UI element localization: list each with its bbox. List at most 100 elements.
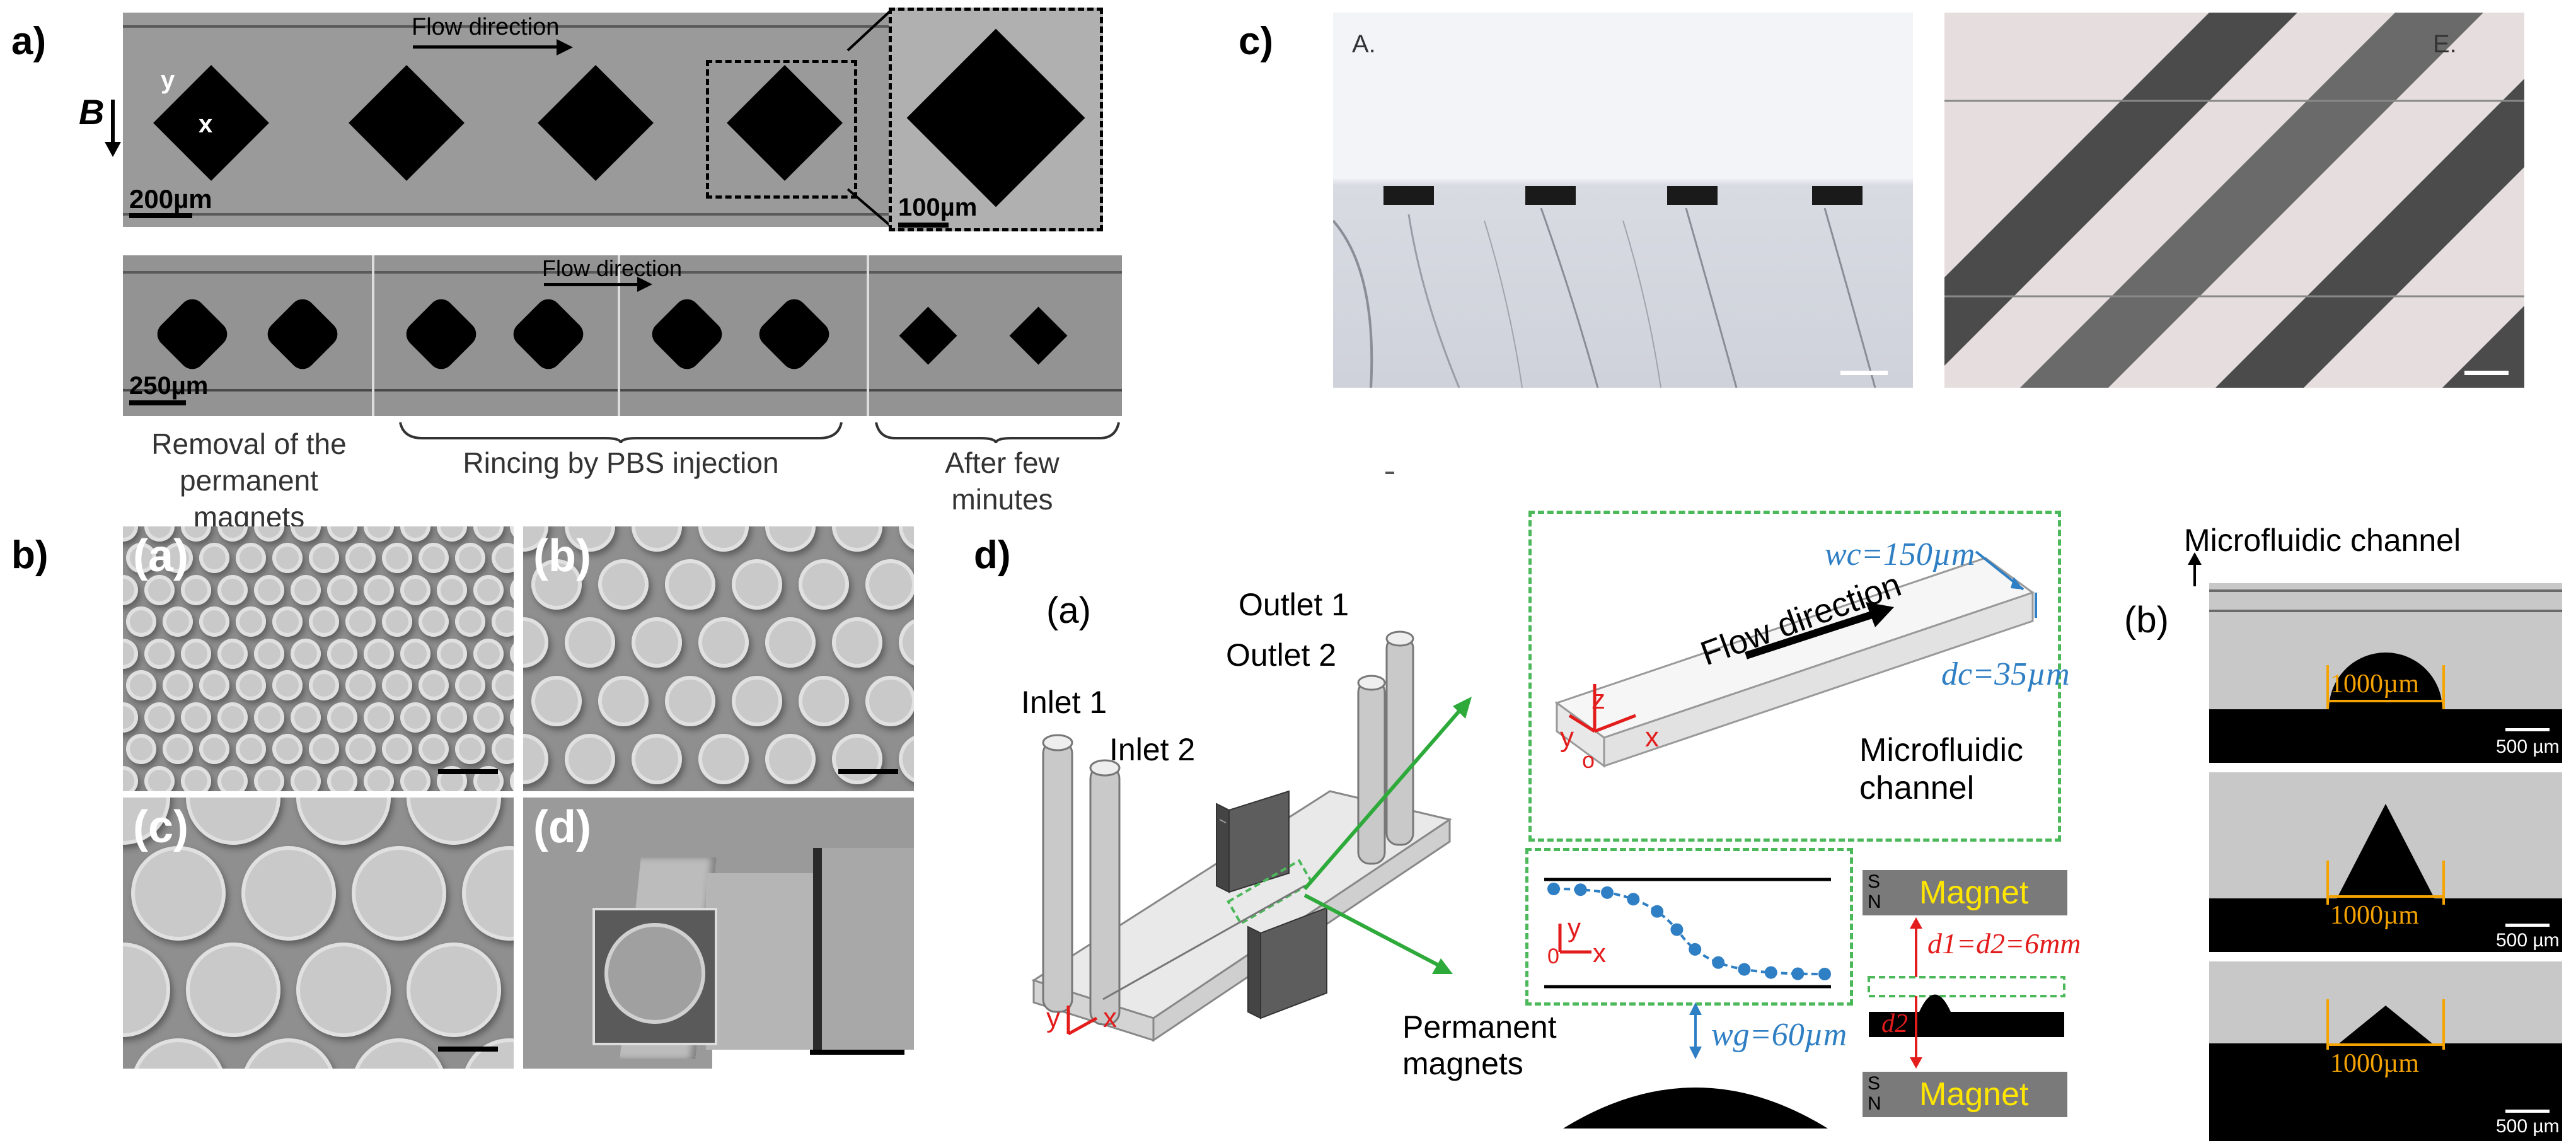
sem-particle xyxy=(598,675,649,726)
sem-particle xyxy=(351,846,446,941)
sem-particle xyxy=(126,734,156,765)
caption-removal: Removal of the permanent magnets xyxy=(151,427,347,533)
sem-particle xyxy=(698,617,749,668)
sem-particle xyxy=(665,675,715,726)
sem-particle xyxy=(345,606,376,637)
sem-particle xyxy=(832,526,882,552)
axis-y-label: y xyxy=(161,66,175,94)
sem-image-a: (a) xyxy=(123,526,514,791)
sem-label-b: (b) xyxy=(533,531,591,581)
magnet-gap-diagram xyxy=(1868,917,2065,1069)
sem-particle xyxy=(181,638,211,669)
profile-point xyxy=(1651,905,1664,918)
sem-particle xyxy=(531,675,582,726)
sem-particle xyxy=(236,606,266,637)
sem-particle xyxy=(199,670,229,701)
sem-particle xyxy=(437,526,467,542)
sem-particle xyxy=(799,675,849,726)
profile-image-3: 1000µm 500 µm xyxy=(2209,961,2562,1141)
magnet-bottom-label: Magnet xyxy=(1919,1076,2029,1113)
dc-label: dc=35µm xyxy=(1941,656,2070,692)
magnetic-field-label: B xyxy=(79,92,105,132)
sem-image-c: (c) xyxy=(123,798,514,1069)
panel-d-sub-b: (b) xyxy=(2124,600,2169,641)
profile-point xyxy=(1712,956,1725,969)
sem-particle xyxy=(123,638,138,669)
sem-particle xyxy=(163,543,193,574)
sem-particle xyxy=(126,606,156,637)
sem-particle xyxy=(473,638,504,669)
sem-particle xyxy=(765,617,816,668)
sem-particle xyxy=(523,733,548,784)
caption-after: After few minutes xyxy=(945,446,1060,516)
sem-particle xyxy=(899,526,914,552)
field-arrow xyxy=(111,100,115,144)
sem-particle xyxy=(186,942,280,1037)
sem-particle xyxy=(492,734,514,765)
sem-particle xyxy=(492,543,514,574)
profile-point xyxy=(1764,966,1777,979)
profile-axis-y: y xyxy=(1568,913,1581,943)
sem-particle xyxy=(345,670,376,701)
field-arrow-head xyxy=(105,142,121,157)
sem-particle xyxy=(400,638,430,669)
sem-particle xyxy=(407,798,501,845)
sem-particle xyxy=(345,543,376,574)
bump-shape xyxy=(1563,1002,1828,1128)
sem-inset xyxy=(592,908,717,1045)
profile-point xyxy=(1627,893,1640,906)
magnet-bottom: S N Magnet xyxy=(1863,1072,2067,1117)
sem-particle xyxy=(199,543,229,574)
sem-particle xyxy=(130,846,226,941)
pole-s-top: S xyxy=(1868,871,1881,892)
wc-label: wc=150µm xyxy=(1825,537,1975,572)
sem-particle xyxy=(632,617,682,668)
sem-particle xyxy=(598,559,649,610)
pole-s-bottom: S xyxy=(1868,1073,1881,1094)
flow-direction-label-bottom: Flow direction xyxy=(542,255,683,281)
sem-particle xyxy=(364,765,394,791)
sem-particle xyxy=(510,765,514,791)
sem-image-d: (d) xyxy=(523,798,914,1069)
sem-particle xyxy=(899,733,914,784)
scale-label-3: 500 µm xyxy=(2496,1116,2560,1137)
sem-particle xyxy=(382,734,412,765)
sem-label-a: (a) xyxy=(133,531,188,581)
sem-particle xyxy=(510,574,514,605)
sem-particle xyxy=(400,526,430,542)
channel-axis-o: o xyxy=(1582,747,1595,773)
profile-axis-0: 0 xyxy=(1547,944,1559,968)
sem-particle xyxy=(199,606,229,637)
channel-axis-x: x xyxy=(1645,722,1659,753)
sem-particle xyxy=(732,675,782,726)
flow-arrow-bottom xyxy=(544,283,638,286)
panel-label-c: c) xyxy=(1239,20,1274,63)
zoom-box xyxy=(706,60,857,199)
sem-particle xyxy=(181,702,211,733)
magnet-top: S N Magnet xyxy=(1863,870,2067,915)
profile-point xyxy=(1818,968,1831,980)
sem-particle xyxy=(327,638,357,669)
sem-particle xyxy=(272,543,303,574)
sem-particle xyxy=(665,559,715,610)
chip-schematic xyxy=(1031,630,1472,1042)
sem-particle xyxy=(865,675,914,726)
axis-x-label: x xyxy=(199,110,213,138)
sem-particle xyxy=(865,559,914,610)
sem-particle xyxy=(236,543,266,574)
sem-particle xyxy=(236,670,266,701)
sem-particle xyxy=(309,543,339,574)
sem-particle xyxy=(765,526,816,552)
sem-particle xyxy=(531,559,582,610)
profile-axis-x: x xyxy=(1593,938,1606,968)
sem-particle xyxy=(473,526,504,542)
sem-particle xyxy=(181,765,211,791)
sem-particle xyxy=(254,526,284,542)
sem-particle xyxy=(419,606,449,637)
sem-particle xyxy=(765,733,816,784)
sem-particle xyxy=(437,702,467,733)
panel-label-a: a) xyxy=(11,20,47,63)
sem-particle xyxy=(351,1038,446,1069)
sem-particle xyxy=(291,574,321,605)
panel-c-left-image: A. xyxy=(1333,13,1913,388)
